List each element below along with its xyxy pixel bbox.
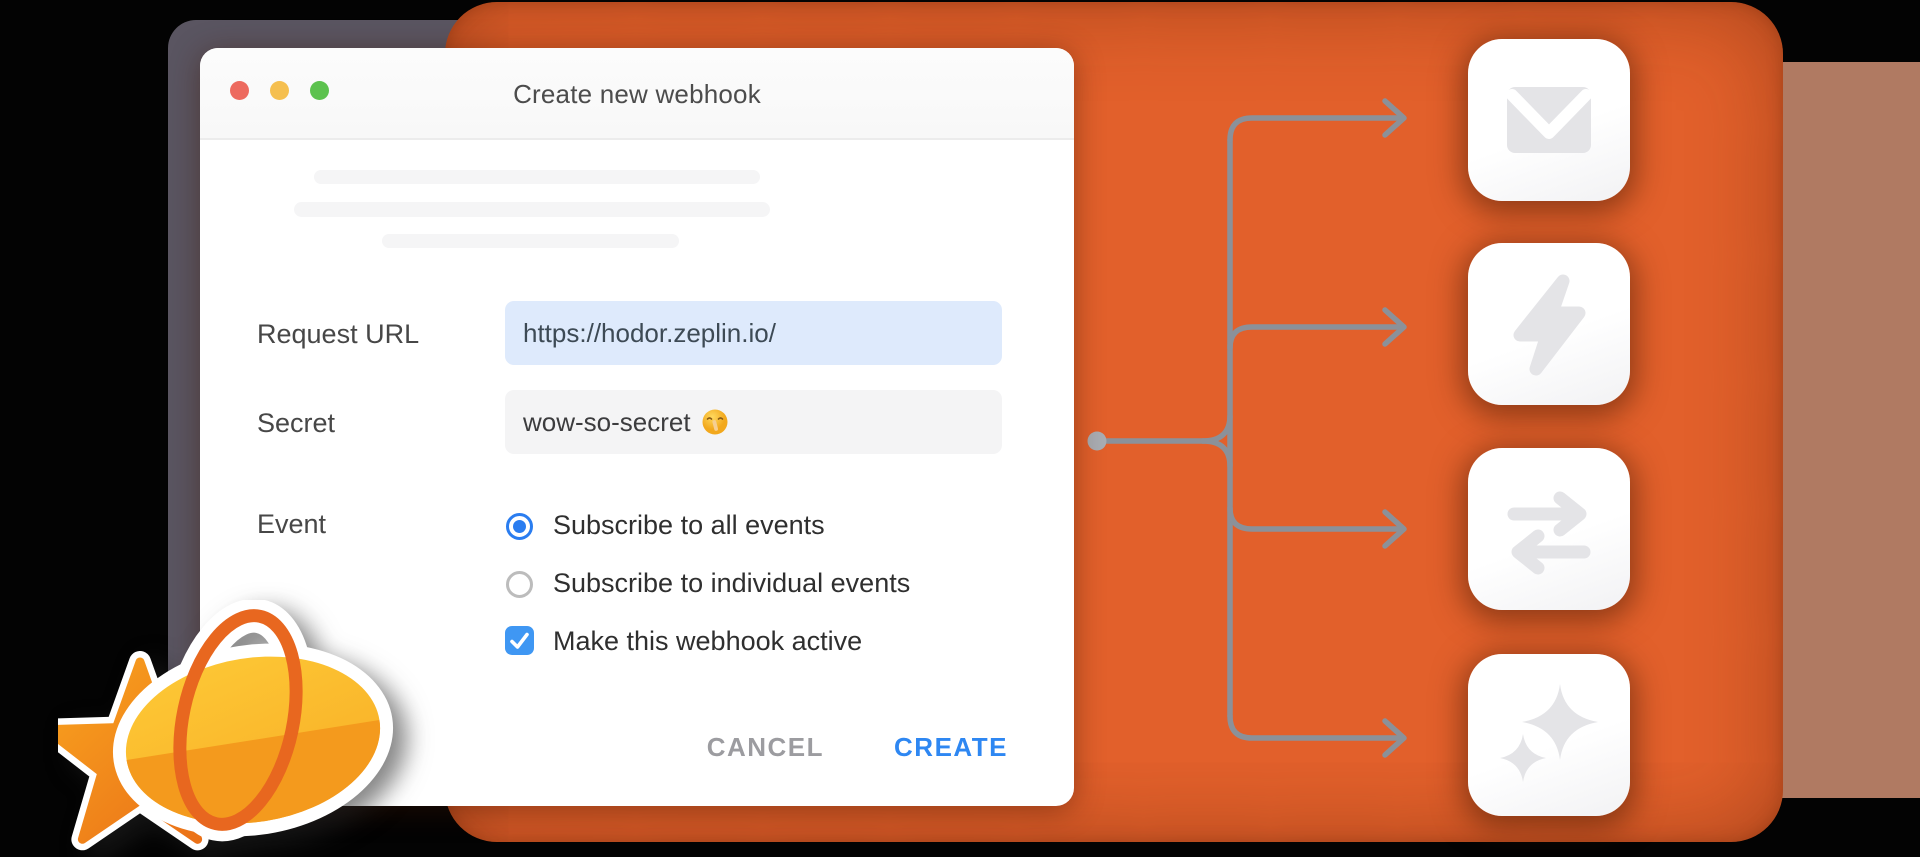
dialog-actions: CANCEL CREATE: [707, 732, 1008, 763]
zoom-window-button[interactable]: [310, 81, 329, 100]
create-button[interactable]: CREATE: [894, 732, 1008, 762]
request-url-input[interactable]: https://hodor.zeplin.io/: [505, 301, 1002, 365]
secret-input[interactable]: wow-so-secret: [505, 390, 1002, 454]
dialog-title: Create new webhook: [513, 79, 761, 109]
skeleton-line: [314, 170, 760, 184]
zeplin-blimp-sticker: [58, 600, 394, 851]
skeleton-line: [382, 234, 679, 248]
radio-subscribe-individual[interactable]: [506, 571, 533, 598]
shushing-face-emoji: [701, 408, 729, 436]
dialog-titlebar: Create new webhook: [200, 48, 1074, 140]
transfer-arrows-icon: [1507, 491, 1591, 575]
cancel-button[interactable]: CANCEL: [706, 732, 825, 762]
destination-tile-sparkles[interactable]: [1468, 654, 1630, 816]
active-checkbox[interactable]: [505, 626, 534, 655]
close-window-button[interactable]: [230, 81, 249, 100]
orbit-ring: [173, 609, 303, 831]
destination-tile-transfer[interactable]: [1468, 448, 1630, 610]
active-checkbox-label: Make this webhook active: [553, 626, 863, 656]
connector-origin-dot: [1087, 431, 1107, 451]
skeleton-line: [294, 202, 770, 217]
destination-tile-mail[interactable]: [1468, 39, 1630, 201]
mail-icon: [1506, 87, 1592, 153]
radio-subscribe-individual-label: Subscribe to individual events: [553, 568, 911, 598]
request-url-label: Request URL: [257, 319, 420, 349]
minimize-window-button[interactable]: [270, 81, 289, 100]
radio-subscribe-all[interactable]: [506, 513, 533, 540]
destination-tile-lightning[interactable]: [1468, 243, 1630, 405]
secret-label: Secret: [257, 408, 336, 438]
radio-subscribe-all-label: Subscribe to all events: [553, 510, 825, 540]
lightning-icon: [1513, 274, 1586, 376]
sparkles-icon: [1500, 684, 1598, 782]
event-label: Event: [257, 509, 327, 539]
checkmark-icon: [510, 632, 529, 649]
